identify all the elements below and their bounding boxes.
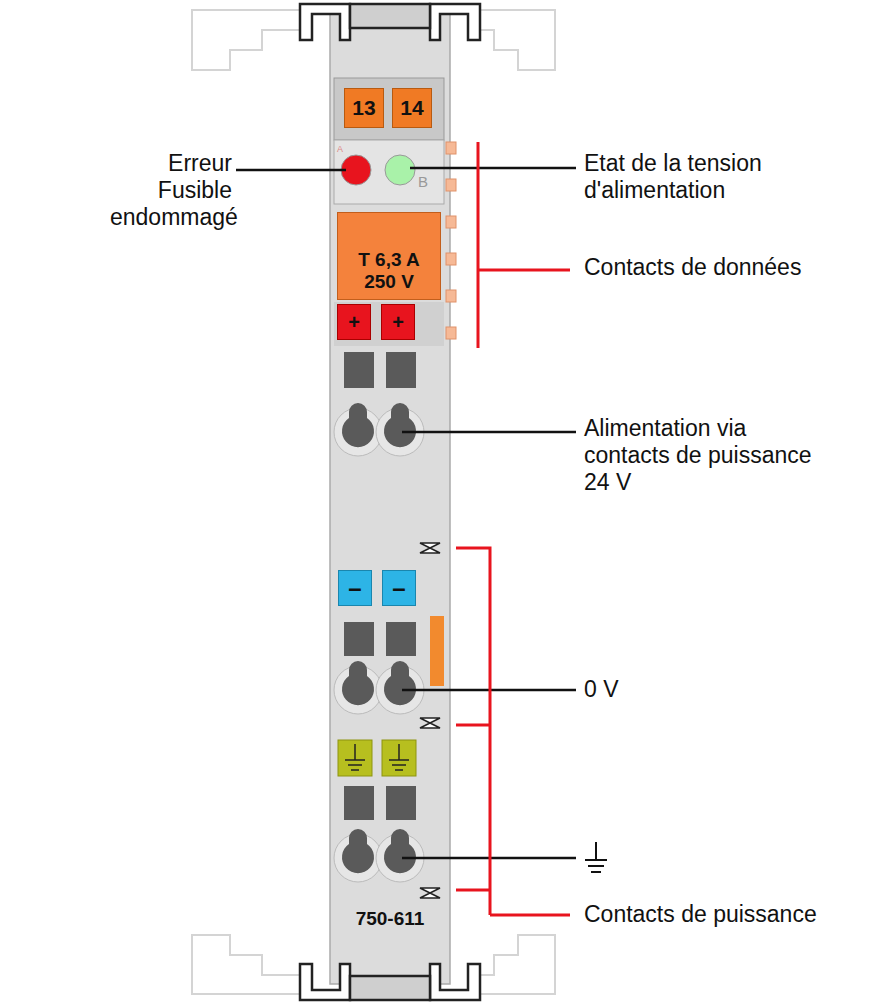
ground-symbol [585,842,607,872]
polarity-box: + [337,304,371,340]
callout-label: Erreur Fusible endommagé [110,150,232,231]
bracket [456,142,570,915]
node-text: – [348,575,361,601]
latch [300,4,480,40]
latch [350,976,430,1000]
callout-label: Contacts de puissance [584,901,874,928]
node-text: 14 [400,96,423,119]
ground-terminal [334,740,424,882]
latch [300,964,480,1000]
led-letter: A [333,142,347,158]
node-text: + [348,311,360,333]
data-contact [446,142,456,339]
callout-label: Etat de la tension d'alimentation [584,150,834,204]
status-led [385,155,415,185]
callout-label: Alimentation via contacts de puissance 2… [584,415,829,496]
node-text: 750-611 [356,909,425,930]
callout-label: 0 V [584,676,704,703]
node-text: – [392,575,405,601]
callout-label: Contacts de données [584,254,864,281]
terminal-number: 14 [392,88,432,128]
node-text: B [418,174,428,191]
polarity-box: + [381,304,415,340]
led-letter: B [415,171,431,194]
terminal-number: 13 [344,88,384,128]
housing [330,14,450,984]
node-text: + [392,311,404,333]
polarity-box: – [382,570,416,606]
notch [420,543,440,898]
fuse-label: T 6,3 A 250 V [337,212,441,300]
panel [334,140,444,204]
module-housing: 750-611 13 14A B T 6,3 A 250 V + + – – [330,14,450,984]
din-rail [192,10,555,994]
node-text: A [337,145,343,155]
node-text: 13 [352,96,375,119]
latch [350,4,430,28]
node-text: T 6,3 A 250 V [346,249,432,293]
panel [334,78,444,140]
polarity-box: – [338,570,372,606]
terminal [334,616,444,714]
